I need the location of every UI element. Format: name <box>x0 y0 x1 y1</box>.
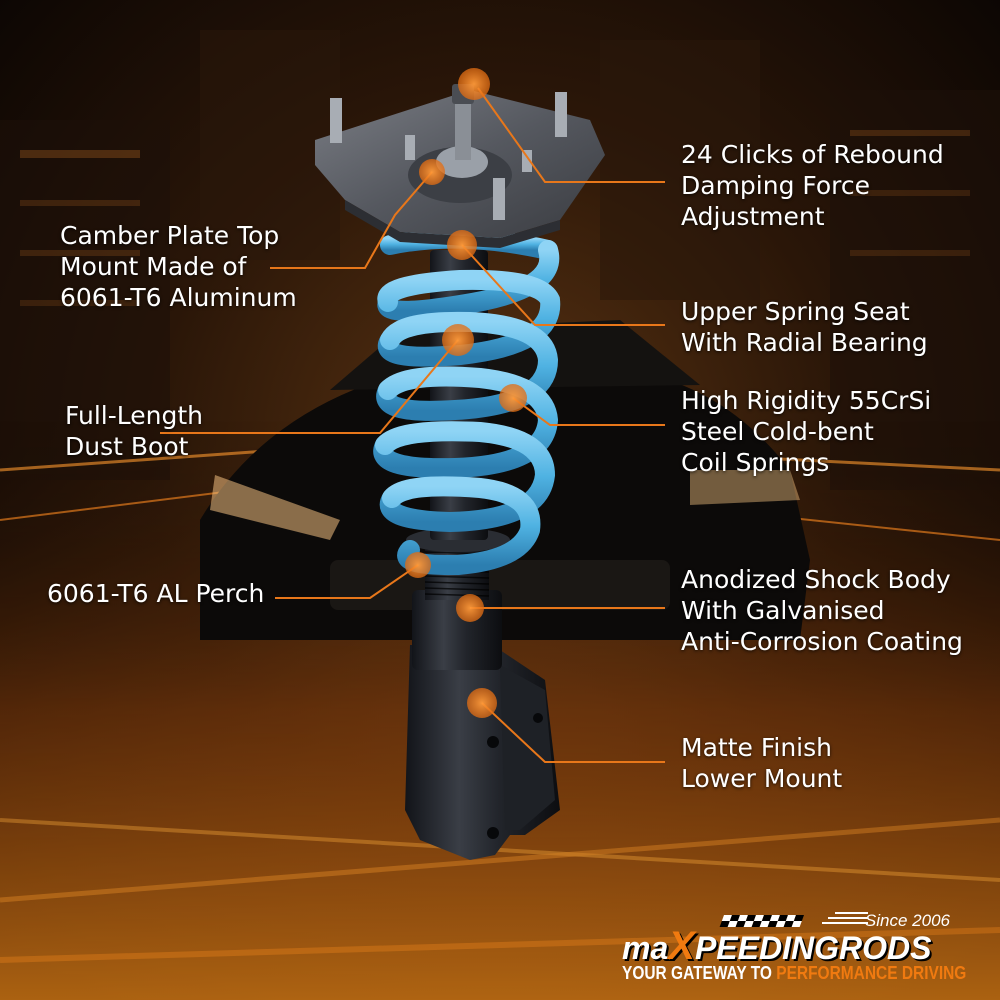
callout-dust-boot-line-1: Full-Length <box>65 401 204 430</box>
dot-dust-boot <box>442 324 474 356</box>
callout-shock-body-line-1: Anodized Shock Body <box>681 565 951 594</box>
line-rebound <box>477 87 665 183</box>
callout-rebound-line-1: 24 Clicks of Rebound <box>681 140 944 169</box>
brand-since: Since 2006 <box>864 911 950 930</box>
brand-name: maXPEEDINGRODS <box>622 924 931 969</box>
dot-spring-seat <box>447 230 477 260</box>
dot-springs <box>499 384 527 412</box>
callout-camber-line-2: Mount Made of <box>60 252 247 281</box>
line-springs <box>512 397 665 426</box>
coilover-assembly <box>315 84 605 860</box>
brand-logo: Since 2006 maXPEEDINGRODS YOUR GATEWAY T… <box>620 908 966 988</box>
callout-springs-line-2: Steel Cold-bent <box>681 417 874 446</box>
dot-shock-body <box>456 594 484 622</box>
checker-flag-icon <box>719 915 804 927</box>
line-dust-boot <box>160 339 459 434</box>
callout-perch-line-1: 6061-T6 AL Perch <box>47 579 265 608</box>
speed-lines-icon <box>822 912 868 924</box>
callout-shock-body: Anodized Shock Body With Galvanised Anti… <box>681 564 963 657</box>
callout-spring-seat-line-2: With Radial Bearing <box>681 328 928 357</box>
light-streaks <box>0 438 1000 963</box>
callout-lines <box>160 87 665 763</box>
line-lower-mount <box>481 702 665 763</box>
callout-springs-line-3: Coil Springs <box>681 448 830 477</box>
line-camber <box>270 171 433 269</box>
brand-tagline-highlight: PERFORMANCE DRIVING <box>776 963 967 983</box>
callout-rebound: 24 Clicks of Rebound Damping Force Adjus… <box>681 139 944 232</box>
brand-name-pre: ma <box>622 930 669 966</box>
dot-rebound <box>458 68 490 100</box>
callout-camber-line-3: 6061-T6 Aluminum <box>60 283 297 312</box>
callout-lower-mount-line-2: Lower Mount <box>681 764 843 793</box>
callout-dust-boot: Full-Length Dust Boot <box>65 400 203 462</box>
callout-shock-body-line-3: Anti-Corrosion Coating <box>681 627 963 656</box>
dot-camber <box>419 159 445 185</box>
brand-name-post: PEEDINGRODS <box>694 930 932 966</box>
dot-perch <box>405 552 431 578</box>
callout-spring-seat-line-1: Upper Spring Seat <box>681 297 910 326</box>
callout-shock-body-line-2: With Galvanised <box>681 596 885 625</box>
callout-dust-boot-line-2: Dust Boot <box>65 432 189 461</box>
callout-spring-seat: Upper Spring Seat With Radial Bearing <box>681 296 928 358</box>
callout-springs: High Rigidity 55CrSi Steel Cold-bent Coi… <box>681 385 931 478</box>
brand-name-x: X <box>668 924 695 968</box>
brand-tagline: YOUR GATEWAY TO PERFORMANCE DRIVING <box>622 963 966 984</box>
callout-lower-mount: Matte Finish Lower Mount <box>681 732 842 794</box>
shock-body <box>412 590 502 670</box>
callout-perch: 6061-T6 AL Perch <box>47 578 264 609</box>
brand-tagline-pre: YOUR GATEWAY TO <box>622 963 772 983</box>
callout-springs-line-1: High Rigidity 55CrSi <box>681 386 932 415</box>
lower-mount <box>405 645 560 860</box>
callout-camber: Camber Plate Top Mount Made of 6061-T6 A… <box>60 220 297 313</box>
callout-lower-mount-line-1: Matte Finish <box>681 733 832 762</box>
callout-camber-line-1: Camber Plate Top <box>60 221 280 250</box>
line-spring-seat <box>461 244 665 326</box>
callout-rebound-line-2: Damping Force <box>681 171 871 200</box>
dot-lower-mount <box>467 688 497 718</box>
line-perch <box>275 564 419 599</box>
callout-dots <box>405 68 527 718</box>
callout-rebound-line-3: Adjustment <box>681 202 825 231</box>
